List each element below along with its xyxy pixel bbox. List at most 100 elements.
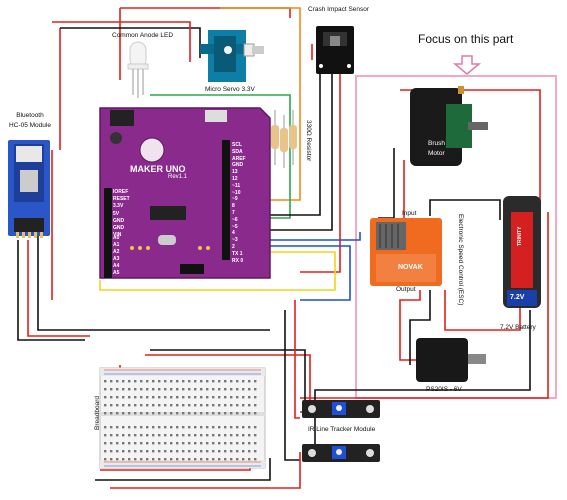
breadboard-hole (164, 388, 167, 391)
breadboard-hole (248, 434, 251, 437)
micro-servo (200, 30, 264, 82)
breadboard-hole (218, 450, 221, 453)
breadboard-hole (104, 380, 107, 383)
breadboard-hole (152, 442, 155, 445)
breadboard-hole (116, 388, 119, 391)
breadboard-hole (170, 442, 173, 445)
esc-brand: NOVAK (398, 264, 423, 271)
breadboard-hole (140, 396, 143, 399)
breadboard-hole (128, 458, 131, 461)
breadboard-hole (236, 458, 239, 461)
breadboard-hole (188, 426, 191, 429)
digital-pin-label: 12 (232, 176, 238, 182)
breadboard-hole (122, 442, 125, 445)
breadboard-hole (224, 434, 227, 437)
breadboard-hole (188, 404, 191, 407)
breadboard-hole (242, 426, 245, 429)
breadboard-label: Breadboard (94, 396, 101, 430)
breadboard-hole (134, 458, 137, 461)
breadboard-hole (176, 412, 179, 415)
board-rev: Rev1.1 (168, 174, 188, 180)
ir-tracker-label: IR Line Tracker Module (308, 426, 376, 433)
breadboard-hole (194, 396, 197, 399)
breadboard-hole (212, 442, 215, 445)
breadboard-hole (242, 396, 245, 399)
breadboard-hole (116, 426, 119, 429)
breadboard-hole (212, 434, 215, 437)
breadboard-hole (110, 426, 113, 429)
breadboard-hole (152, 426, 155, 429)
breadboard-hole (176, 450, 179, 453)
breadboard-hole (116, 458, 119, 461)
breadboard-hole (122, 458, 125, 461)
resistor-label: 330Ω Resistor (305, 120, 312, 162)
breadboard-hole (170, 388, 173, 391)
power-pin-label: GND (113, 225, 125, 231)
breadboard-hole (164, 404, 167, 407)
breadboard-hole (182, 458, 185, 461)
breadboard-hole (128, 396, 131, 399)
battery-label: 7.2V Battery (500, 324, 536, 331)
breadboard-hole (242, 434, 245, 437)
breadboard-hole (242, 404, 245, 407)
power-pin-label: RESET (113, 196, 130, 203)
breadboard-hole (116, 396, 119, 399)
bluetooth-module (8, 140, 50, 238)
breadboard-hole (194, 388, 197, 391)
crash-impact-sensor (316, 26, 354, 74)
breadboard-hole (230, 404, 233, 407)
breadboard-hole (176, 380, 179, 383)
breadboard-hole (122, 404, 125, 407)
digital-pin-label: 8 (232, 203, 235, 210)
breadboard-hole (170, 404, 173, 407)
breadboard-hole (212, 396, 215, 399)
breadboard-hole (146, 426, 149, 429)
breadboard-hole (134, 404, 137, 407)
breadboard-hole (110, 458, 113, 461)
breadboard-hole (176, 426, 179, 429)
breadboard-hole (200, 434, 203, 437)
breadboard-hole (116, 412, 119, 415)
breadboard-hole (206, 442, 209, 445)
breadboard-hole (218, 404, 221, 407)
breadboard-hole (104, 412, 107, 415)
breadboard-hole (158, 426, 161, 429)
digital-pin-label: SCL (232, 142, 242, 148)
breadboard-hole (224, 458, 227, 461)
digital-pin-label: ~10 (232, 189, 241, 196)
breadboard-hole (140, 380, 143, 383)
breadboard-hole (134, 450, 137, 453)
digital-pin-label: ~3 (232, 237, 238, 244)
breadboard-hole (116, 450, 119, 453)
breadboard-hole (224, 404, 227, 407)
breadboard-hole (206, 450, 209, 453)
breadboard-hole (248, 426, 251, 429)
breadboard-hole (200, 388, 203, 391)
breadboard-hole (170, 450, 173, 453)
breadboard-hole (188, 396, 191, 399)
breadboard-hole (188, 442, 191, 445)
breadboard-hole (110, 404, 113, 407)
breadboard-hole (212, 412, 215, 415)
breadboard-hole (158, 450, 161, 453)
digital-pin-label: 13 (232, 169, 238, 176)
breadboard-hole (140, 434, 143, 437)
breadboard-hole (128, 426, 131, 429)
breadboard-hole (254, 434, 257, 437)
breadboard-hole (128, 412, 131, 415)
breadboard-hole (206, 434, 209, 437)
breadboard-hole (140, 450, 143, 453)
breadboard-hole (230, 426, 233, 429)
breadboard-hole (158, 442, 161, 445)
breadboard-hole (224, 450, 227, 453)
breadboard-hole (212, 450, 215, 453)
brush-motor (410, 86, 488, 166)
breadboard-hole (134, 434, 137, 437)
breadboard-hole (164, 458, 167, 461)
breadboard-hole (176, 442, 179, 445)
breadboard-hole (236, 396, 239, 399)
breadboard-hole (134, 380, 137, 383)
breadboard-hole (236, 426, 239, 429)
breadboard-hole (248, 380, 251, 383)
breadboard-hole (188, 412, 191, 415)
